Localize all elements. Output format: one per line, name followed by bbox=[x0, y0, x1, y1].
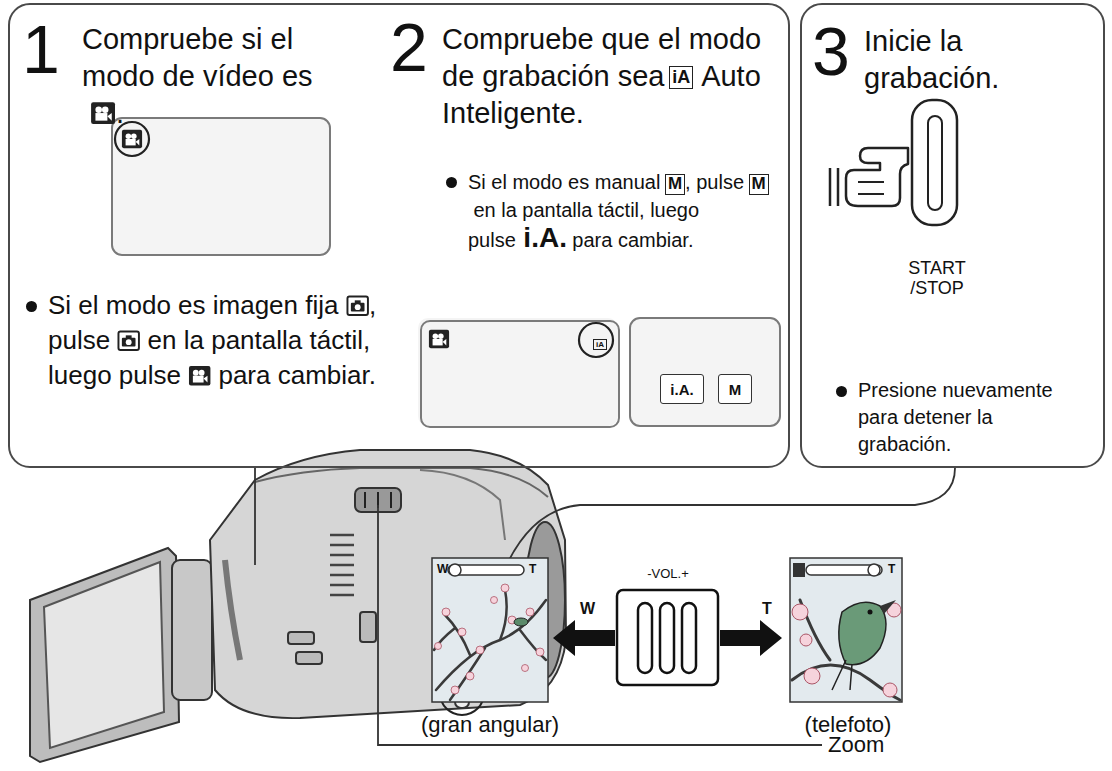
step-note: Si el modo es manualM, pulseMen la panta… bbox=[442, 168, 787, 254]
text: Presione nuevamente para detener la grab… bbox=[858, 379, 1053, 455]
touch-button: M bbox=[718, 374, 752, 404]
photo-mode-icon bbox=[117, 329, 140, 352]
leader-line bbox=[255, 468, 955, 745]
step-panel: 1 Compruebe si el modo de vídeo es. Si el … bbox=[8, 3, 790, 468]
zoom-arrow bbox=[553, 620, 782, 656]
part-label: -VOL.+ bbox=[632, 566, 704, 581]
button-text: M bbox=[729, 381, 742, 398]
text: Compruebe si el modo de vídeo es bbox=[82, 23, 313, 92]
lcd-mockup bbox=[112, 118, 330, 255]
video-mode-icon bbox=[188, 364, 211, 387]
step-note: Presione nuevamente para detener la grab… bbox=[832, 377, 1082, 458]
text: para cambiar. bbox=[218, 360, 376, 390]
step-heading: Compruebe que el modo de grabación seaiA… bbox=[442, 21, 787, 132]
bullet-dot bbox=[446, 177, 457, 188]
photo-mode-icon bbox=[346, 294, 369, 317]
mode-indicator: iA bbox=[585, 336, 615, 352]
start-stop-button bbox=[912, 100, 957, 225]
step-number: 3 bbox=[812, 17, 850, 85]
step-panel: 3Inicie la grabación. START /STOP Presione… bbox=[800, 3, 1105, 468]
step-heading: Inicie la grabación. bbox=[864, 23, 1084, 97]
part-label: T bbox=[888, 562, 895, 576]
lcd-mockup bbox=[418, 318, 618, 426]
text: , pulse bbox=[685, 171, 744, 193]
lcd-mockup bbox=[630, 318, 780, 426]
touch-button: i.A. bbox=[660, 374, 704, 404]
text: M bbox=[749, 174, 769, 195]
text: iA bbox=[593, 339, 607, 350]
mode-icon bbox=[188, 364, 211, 387]
text: 1 bbox=[22, 11, 60, 87]
step-note: Si el modo es imagen fija, pulseen la pa… bbox=[22, 288, 394, 393]
bullet-dot bbox=[836, 386, 847, 397]
part-label: W bbox=[437, 562, 448, 576]
text: START /STOP bbox=[908, 258, 965, 298]
pointing-hand bbox=[830, 148, 908, 206]
button-label: START /STOP bbox=[897, 258, 977, 298]
button-text: i.A. bbox=[670, 381, 693, 398]
lcd-screen: iA bbox=[420, 320, 620, 428]
text: M bbox=[665, 174, 685, 195]
text: 2 bbox=[390, 9, 428, 85]
text: 3 bbox=[812, 13, 850, 89]
zoom-lever bbox=[617, 590, 718, 685]
part-label: Zoom bbox=[828, 732, 884, 758]
video-mode-icon bbox=[90, 100, 116, 126]
text: Si el modo es imagen fija bbox=[48, 290, 338, 320]
text: . bbox=[116, 97, 124, 129]
part-label: W bbox=[580, 600, 595, 618]
step-number: 2 bbox=[390, 13, 428, 81]
step-number: 1 bbox=[22, 15, 60, 83]
part-label: (gran angular) bbox=[400, 712, 580, 738]
mode-icon bbox=[346, 294, 369, 317]
text: para cambiar. bbox=[572, 229, 693, 251]
part-label: T bbox=[529, 562, 536, 576]
step-heading: Compruebe si el modo de vídeo es. bbox=[82, 21, 344, 132]
mode-icon bbox=[117, 329, 140, 352]
text: Inicie la grabación. bbox=[864, 25, 999, 94]
mode-icon bbox=[90, 100, 116, 126]
text: i.A. bbox=[523, 222, 567, 253]
text: iA bbox=[669, 66, 693, 89]
part-label: T bbox=[762, 600, 772, 618]
text: Si el modo es manual bbox=[468, 171, 660, 193]
telephoto-screenshot bbox=[790, 558, 902, 702]
bullet-dot bbox=[26, 301, 37, 312]
wide-angle-screenshot bbox=[432, 558, 548, 702]
